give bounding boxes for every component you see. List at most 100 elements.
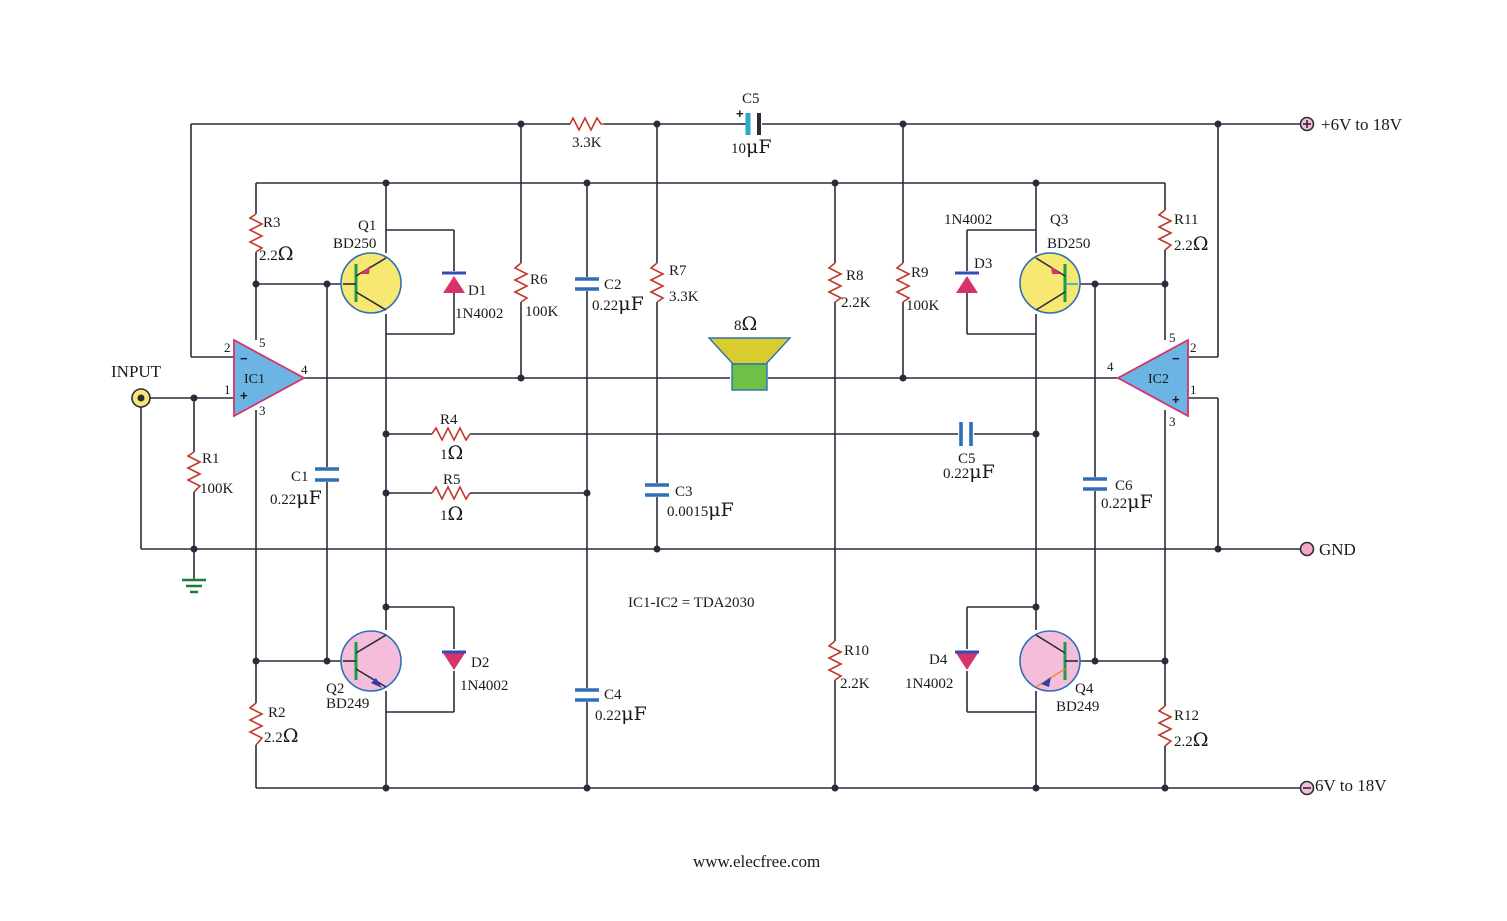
r11-value: 2.2: [1174, 238, 1193, 254]
r11-unit: Ω: [1193, 233, 1209, 255]
r9-value: 100K: [906, 298, 940, 314]
r7-top-value: 3.3K: [572, 135, 602, 151]
r3-name: R3: [263, 215, 281, 231]
ic1-pin1: 1: [224, 382, 231, 397]
diode-d2: D2 1N4002: [442, 650, 508, 694]
r10-name: R10: [844, 643, 869, 659]
svg-text:0.0015μF: 0.0015μF: [667, 499, 734, 521]
ic2-pin2: 2: [1190, 340, 1197, 355]
capacitor-c4: C4 0.22μF: [575, 687, 647, 725]
c5-mid-name: C5: [958, 451, 976, 467]
junction-dots: [190, 120, 1222, 792]
vminus-label: 6V to 18V: [1315, 776, 1387, 795]
r4-value: 1: [440, 447, 448, 463]
r1-name: R1: [202, 451, 220, 467]
resistor-r1: R1 100K: [186, 451, 234, 497]
c5-mid-value: 0.22: [943, 466, 969, 482]
r7-name: R7: [669, 263, 687, 279]
d4-part: 1N4002: [905, 676, 953, 692]
svg-text:0.22μF: 0.22μF: [595, 703, 647, 725]
r6-name: R6: [530, 272, 548, 288]
diode-d3: D3 1N4002: [944, 212, 992, 293]
r2-unit: Ω: [283, 725, 299, 747]
r4-name: R4: [440, 412, 458, 428]
svg-text:+: +: [240, 388, 248, 403]
r7-value: 3.3K: [669, 289, 699, 305]
c2-value: 0.22: [592, 298, 618, 314]
r3-unit: Ω: [278, 243, 294, 265]
terminal-gnd: GND: [1299, 540, 1356, 559]
c3-unit: μF: [708, 499, 734, 521]
svg-text:+: +: [1172, 392, 1180, 407]
r2-name: R2: [268, 705, 286, 721]
d1-part: 1N4002: [455, 306, 503, 322]
ic2-pin5: 5: [1169, 330, 1176, 345]
r8-value: 2.2K: [841, 295, 871, 311]
d3-part: 1N4002: [944, 212, 992, 228]
capacitor-c1: C1 0.22μF: [270, 467, 339, 509]
r1-value: 100K: [200, 481, 234, 497]
d2-name: D2: [471, 655, 489, 671]
capacitor-c5-mid: C5 0.22μF: [943, 422, 995, 483]
c5-top-name: C5: [742, 91, 760, 107]
resistor-r11: R11 2.2Ω: [1157, 209, 1209, 255]
svg-text:0.22μF: 0.22μF: [592, 293, 644, 315]
input-label: INPUT: [111, 362, 162, 381]
resistor-r7: R7 3.3K: [649, 262, 699, 305]
ic1-label: IC1: [244, 372, 265, 387]
resistor-r7-top: 3.3K: [569, 116, 604, 151]
c5-top-value: 10: [731, 141, 746, 157]
resistor-r3: R3 2.2Ω: [248, 213, 294, 265]
speaker-unit: Ω: [742, 313, 758, 335]
r12-name: R12: [1174, 708, 1199, 724]
c4-unit: μF: [621, 703, 647, 725]
svg-text:2.2Ω: 2.2Ω: [259, 243, 294, 265]
resistor-r10: R10 2.2K: [827, 640, 870, 692]
c1-unit: μF: [296, 487, 322, 509]
diode-d1: D1 1N4002: [442, 271, 503, 322]
c2-unit: μF: [618, 293, 644, 315]
svg-text:8Ω: 8Ω: [734, 313, 757, 335]
diode-d4: D4 1N4002: [905, 650, 979, 692]
svg-text:2.2Ω: 2.2Ω: [1174, 729, 1209, 751]
r12-value: 2.2: [1174, 734, 1193, 750]
q2-part: BD249: [326, 696, 369, 712]
c5-mid-unit: μF: [969, 461, 995, 483]
svg-text:−: −: [1172, 351, 1180, 366]
transistor-q4: Q4 BD249: [1019, 630, 1099, 715]
capacitor-c5-top: + C5 10μF: [731, 91, 772, 158]
r10-value: 2.2K: [840, 676, 870, 692]
q2-name: Q2: [326, 681, 344, 697]
r6-value: 100K: [525, 304, 559, 320]
vplus-label: +6V to 18V: [1321, 115, 1403, 134]
r4-unit: Ω: [448, 442, 464, 464]
opamp-ic2: − + IC2 2 1 5 3 4: [1107, 330, 1197, 429]
ic1-pin2: 2: [224, 340, 231, 355]
svg-text:2.2Ω: 2.2Ω: [1174, 233, 1209, 255]
ic1-pin5: 5: [259, 335, 266, 350]
svg-text:1Ω: 1Ω: [440, 442, 463, 464]
q1-part: BD250: [333, 236, 376, 252]
input-jack: INPUT: [111, 362, 162, 408]
d1-name: D1: [468, 283, 486, 299]
capacitor-c2: C2 0.22μF: [575, 277, 644, 315]
resistor-r2: R2 2.2Ω: [248, 702, 299, 747]
svg-text:2.2Ω: 2.2Ω: [264, 725, 299, 747]
svg-text:1Ω: 1Ω: [440, 503, 463, 525]
r3-value: 2.2: [259, 248, 278, 264]
r5-value: 1: [440, 508, 448, 524]
ic2-pin4: 4: [1107, 359, 1114, 374]
resistor-r4: R4 1Ω: [431, 412, 471, 464]
d2-part: 1N4002: [460, 678, 508, 694]
q4-part: BD249: [1056, 699, 1099, 715]
c6-unit: μF: [1127, 491, 1153, 513]
c4-value: 0.22: [595, 708, 621, 724]
r5-name: R5: [443, 472, 461, 488]
resistor-r12: R12 2.2Ω: [1157, 705, 1209, 751]
resistor-r8: R8 2.2K: [827, 262, 871, 311]
svg-text:0.22μF: 0.22μF: [270, 487, 322, 509]
svg-text:+: +: [736, 106, 744, 121]
ic2-pin3: 3: [1169, 414, 1176, 429]
c5-top-unit: μF: [746, 136, 772, 158]
